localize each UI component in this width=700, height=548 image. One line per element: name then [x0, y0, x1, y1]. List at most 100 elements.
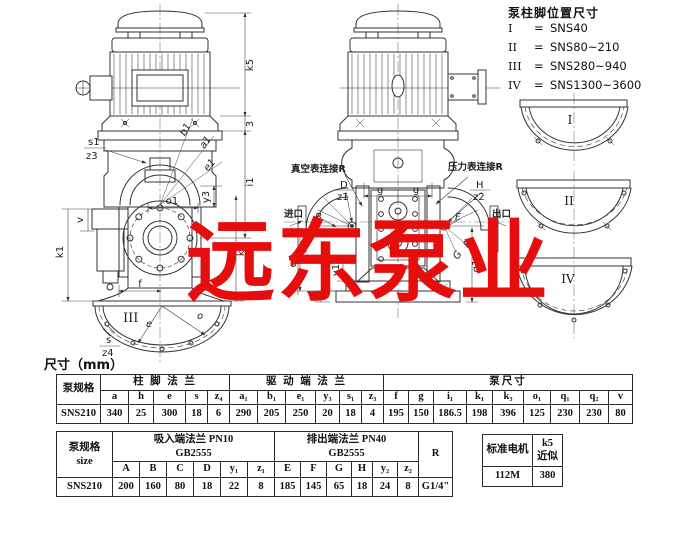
dim-B: B: [315, 212, 322, 223]
vacuum-gauge-label: 真空表连接R: [291, 163, 347, 175]
front-view: k5 3 i1 y3 k3 o1 v k1 f s1 z3 b1 a1 e1 I…: [55, 3, 256, 363]
dim-q2: q2: [288, 255, 299, 268]
legend-value: SNS80~210: [550, 40, 620, 54]
table-cell: 195: [383, 404, 409, 424]
motor-frame-value: 112M: [482, 466, 533, 487]
dim-e1: e1: [202, 157, 218, 174]
dim-z1: z1: [337, 192, 349, 203]
table-cell: 290: [229, 404, 258, 424]
front-side-attachment: [91, 208, 129, 291]
col-header: e: [153, 390, 186, 405]
bowl-numeral-II: II: [564, 194, 574, 208]
col-header: B: [139, 461, 167, 478]
legend-numeral: II: [508, 40, 518, 54]
col-header: i₁: [433, 390, 467, 405]
approx-label: 近似: [537, 450, 558, 462]
table-cell: 18: [193, 477, 221, 497]
table-cell: 396: [492, 404, 524, 424]
col-header: G: [326, 461, 352, 478]
pressure-gauge-label: 压力表连接R: [448, 161, 504, 173]
col-header: f: [383, 390, 409, 405]
col-header: s: [185, 390, 208, 405]
col-header: q₁: [550, 390, 580, 405]
table-cell: 25: [128, 404, 154, 424]
col-header: C: [166, 461, 194, 478]
col-header: v: [608, 390, 633, 405]
table-cell: 145: [300, 477, 327, 497]
dim-s1: s1: [88, 137, 100, 148]
col-header: h: [128, 390, 154, 405]
table-cell: 22: [220, 477, 248, 497]
spec-value: SNS210: [56, 477, 113, 497]
dim-g-left: g: [377, 185, 383, 196]
discharge-flange-group-header: 排出端法兰 PN40 GB2555: [274, 431, 419, 462]
table-cell: 4: [361, 404, 384, 424]
front-base-bowl: [92, 287, 232, 353]
table-cell: 205: [257, 404, 286, 424]
col-header: H: [351, 461, 373, 478]
side-base: [335, 267, 461, 303]
dim-y3: y3: [201, 191, 212, 203]
foot-flange-group-header: 柱 脚 法 兰: [100, 374, 230, 391]
drive-end-flange-group-header: 驱 动 端 法 兰: [229, 374, 384, 391]
dim-D: D: [340, 180, 348, 191]
legend-value: SNS40: [550, 21, 588, 35]
col-header: y₃: [315, 390, 340, 405]
table-cell: 230: [550, 404, 580, 424]
inlet-label: 进口: [284, 208, 303, 220]
spec-header-en: size: [76, 455, 93, 467]
dim-y1: y1: [331, 264, 342, 276]
k5-value: 380: [532, 466, 563, 487]
r-value: G1/4": [418, 477, 453, 497]
spec-value: SNS210: [56, 404, 101, 424]
dim-G: G: [451, 249, 465, 262]
col-header: D: [193, 461, 221, 478]
col-header: F: [300, 461, 327, 478]
dim-F: F: [455, 212, 461, 223]
dim-o1: o1: [166, 196, 178, 207]
table-cell: 80: [166, 477, 194, 497]
front-motor-body: [75, 51, 241, 117]
equals-sign: =: [534, 21, 544, 35]
legend-item: II = SNS80~210: [508, 40, 698, 59]
k5-label: k5: [541, 437, 554, 449]
outlet-label: 出口: [492, 208, 511, 220]
dim-z3: z3: [86, 151, 98, 162]
col-header: z₂: [397, 461, 419, 478]
dim-z4: z4: [102, 348, 114, 359]
front-pump-column: [118, 200, 202, 289]
r-header: R: [418, 431, 453, 478]
legend-item: III = SNS280~940: [508, 59, 698, 78]
suction-flange-standard: GB2555: [175, 447, 212, 459]
suction-flange-label: 吸入端法兰 PN10: [153, 434, 234, 446]
front-pump-head: [103, 150, 217, 208]
table-cell: 125: [523, 404, 551, 424]
bowl-numeral-IV: IV: [561, 272, 575, 286]
suction-flange-group-header: 吸入端法兰 PN10 GB2555: [112, 431, 275, 462]
k5-approx-header: k5 近似: [532, 434, 563, 467]
dim-e: e: [146, 319, 152, 330]
col-header: y₂: [372, 461, 398, 478]
table-cell: 300: [153, 404, 186, 424]
col-header: b₁: [257, 390, 286, 405]
dim-b1: b1: [178, 121, 194, 138]
legend-item: I = SNS40: [508, 21, 698, 40]
front-motor-fan-cap: [111, 10, 209, 53]
col-header: k₃: [492, 390, 524, 405]
side-support-block: [341, 139, 455, 189]
dim-g-right: g: [413, 185, 419, 196]
foot-position-IV: IV: [515, 257, 633, 323]
legend-numeral: III: [508, 59, 522, 73]
table-cell: 185: [274, 477, 301, 497]
col-header: o₁: [523, 390, 551, 405]
table-cell: 24: [372, 477, 398, 497]
foot-position-II: II: [516, 179, 632, 234]
dim-k3: k3: [236, 244, 247, 256]
table-cell: 340: [100, 404, 129, 424]
table-cell: 230: [579, 404, 609, 424]
legend-bowls: I II IV: [515, 92, 633, 339]
dim-h: h: [309, 294, 320, 300]
foot-position-legend: 泵柱脚位置尺寸 I = SNS40 II = SNS80~210 III = S…: [508, 4, 698, 97]
col-header: y₁: [220, 461, 248, 478]
